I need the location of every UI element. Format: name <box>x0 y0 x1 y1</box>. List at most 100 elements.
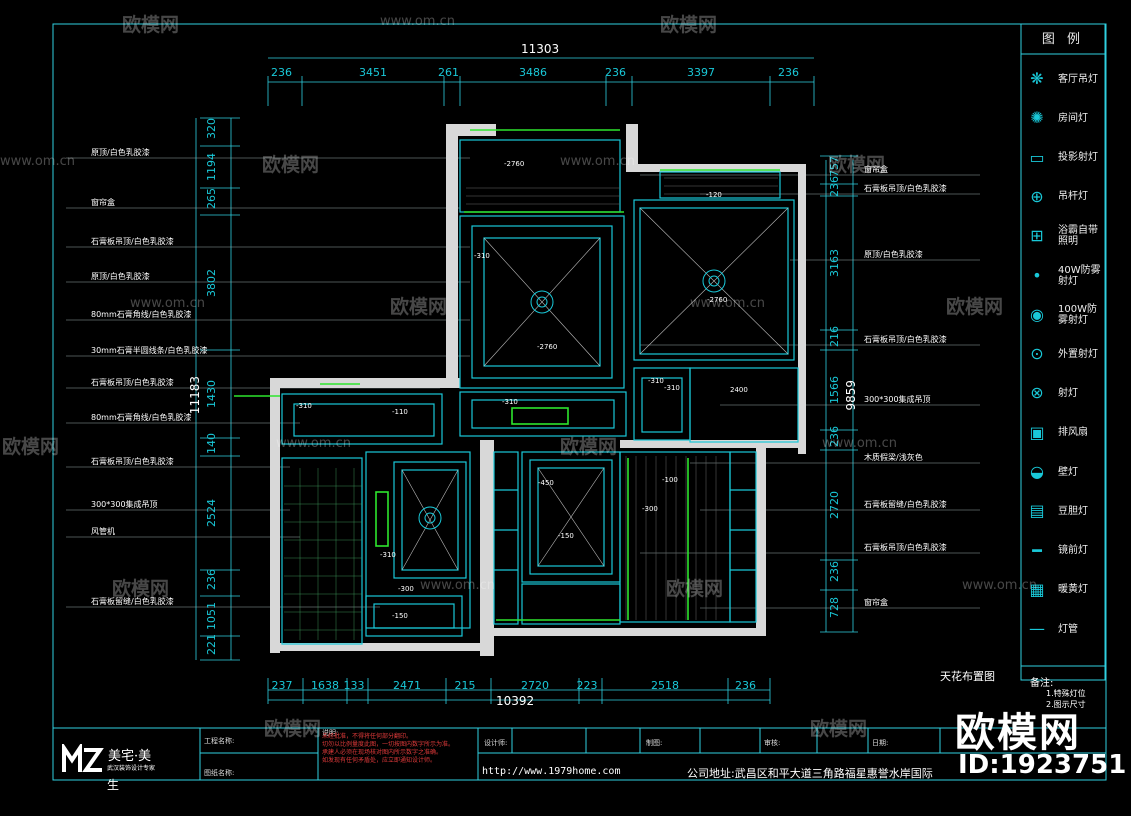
dim-bottom-segment: 215 <box>454 679 476 692</box>
ceiling-height-label: -110 <box>392 408 408 416</box>
ceiling-height-label: -450 <box>538 479 554 487</box>
antifog-spotlight-100w-icon: ◉ <box>1030 304 1044 324</box>
dim-right-segment: 2720 <box>828 491 841 519</box>
right-callout-label: 石膏板吊顶/白色乳胶漆 <box>864 335 947 344</box>
legend-row: ◒壁灯 <box>1022 453 1104 491</box>
dim-left-segment: 140 <box>205 433 218 454</box>
dim-right-segment: 728 <box>828 597 841 618</box>
antifog-spotlight-40w-icon: • <box>1032 265 1042 285</box>
ceiling-height-label: 2400 <box>730 386 748 394</box>
legend-label: 豆胆灯 <box>1058 505 1088 517</box>
legend-row: ▭投影射灯 <box>1022 139 1104 177</box>
ceiling-outlines <box>281 139 799 645</box>
left-callout-label: 80mm石膏角线/白色乳胶漆 <box>91 310 192 319</box>
watermark-url: www.om.cn <box>962 578 1037 593</box>
legend-row: ▣ 排风扇 <box>1022 414 1104 452</box>
watermark-url: www.om.cn <box>0 154 75 169</box>
legend-row: •40W防雾射灯 <box>1022 257 1104 295</box>
dim-right-segment: 236 <box>828 176 841 197</box>
notes-line-1: 1.特殊灯位 <box>1046 689 1086 698</box>
right-callout-label: 石膏板吊顶/白色乳胶漆 <box>864 184 947 193</box>
company-address: 公司地址:武昌区和平大道三角路福星惠誉水岸国际 <box>687 767 933 780</box>
legend-label: 浴霸自带照明 <box>1058 225 1098 248</box>
watermark-url: www.om.cn <box>560 154 635 169</box>
dim-right-total: 9859 <box>844 380 858 411</box>
watermark-text: 欧模网 <box>810 718 868 740</box>
watermark-text: 欧模网 <box>666 578 724 600</box>
legend-row: ▤豆胆灯 <box>1022 492 1104 530</box>
tube-light-icon: — <box>1029 619 1045 639</box>
watermark-text: 欧模网 <box>262 154 320 176</box>
legend-row: ⊙外置射灯 <box>1022 335 1104 373</box>
left-callout-label: 石膏板留缝/白色乳胶漆 <box>91 597 174 606</box>
dim-right-segment: 1566 <box>828 376 841 404</box>
left-callout-label: 300*300集成吊顶 <box>91 500 158 509</box>
watermark-text: 欧模网 <box>264 718 322 740</box>
watermark-text: 欧模网 <box>122 14 180 36</box>
left-callout-label: 80mm石膏角线/白色乳胶漆 <box>91 413 192 422</box>
hatching <box>466 177 778 620</box>
left-callout-label: 原顶/白色乳胶漆 <box>91 148 150 157</box>
watermark-brand-large: 欧模网 <box>955 710 1081 756</box>
right-callout-label: 300*300集成吊顶 <box>864 395 931 404</box>
left-callout-label: 原顶/白色乳胶漆 <box>91 272 150 281</box>
ceiling-height-label: -2760 <box>707 296 728 304</box>
wall-lamp-icon: ◒ <box>1030 462 1044 481</box>
legend-row: ✺房间灯 <box>1022 99 1104 137</box>
legend-row: ━镜前灯 <box>1022 532 1104 570</box>
ceiling-height-label: -310 <box>380 551 396 559</box>
legend-row: — 灯管 <box>1022 610 1104 648</box>
dim-bottom-segment: 236 <box>735 679 756 692</box>
ceiling-height-label: -310 <box>296 402 312 410</box>
ceiling-diagonals <box>401 207 789 571</box>
dim-left-total: 11183 <box>188 376 202 415</box>
dim-bottom-segment: 223 <box>576 679 598 692</box>
legend-label: 暖黄灯 <box>1058 584 1088 596</box>
dim-right-segment: 216 <box>828 326 841 347</box>
right-callout-label: 窗帘盒 <box>864 598 888 607</box>
dim-top-segment: 236 <box>778 66 799 79</box>
review-label: 审核: <box>764 739 781 747</box>
ceiling-height-label: -2760 <box>537 343 558 351</box>
dimension-ticks <box>200 76 858 704</box>
watermark-text: 欧模网 <box>390 296 448 318</box>
warm-light-icon: ▦ <box>1029 579 1045 599</box>
legend-label: 灯管 <box>1058 623 1078 635</box>
mirror-light-icon: ━ <box>1032 540 1042 560</box>
ceiling-height-label: -150 <box>558 532 574 540</box>
brand-name: 美宅·美 <box>108 749 152 764</box>
walls <box>270 124 806 656</box>
legend-row: ⊞浴霸自带照明 <box>1022 217 1104 255</box>
room-light-icon: ✺ <box>1030 108 1044 128</box>
watermark-id: ID:1923751 <box>958 750 1127 780</box>
ceiling-height-label: -310 <box>474 252 490 260</box>
left-callout-label: 30mm石膏半圆线条/白色乳胶漆 <box>91 346 208 355</box>
project-name-label: 工程名称: <box>204 737 235 745</box>
ceiling-height-label: -120 <box>706 191 722 199</box>
notes-heading: 说明: <box>322 729 339 737</box>
legend-label: 排风扇 <box>1058 427 1088 439</box>
right-callout-label: 木质假梁/浅灰色 <box>864 453 923 462</box>
ceiling-height-label: -150 <box>392 612 408 620</box>
dim-bottom-segment: 2720 <box>521 679 549 692</box>
exhaust-fan-icon: ▣ <box>1029 422 1045 442</box>
dim-left-segment: 2524 <box>205 499 218 527</box>
legend-row: ⊕吊杆灯 <box>1022 178 1104 216</box>
dim-left-segment: 236 <box>205 569 218 590</box>
right-callout-label: 石膏板留缝/白色乳胶漆 <box>864 500 947 509</box>
designer-label: 设计师: <box>484 739 508 747</box>
dim-top-segment: 236 <box>271 66 292 79</box>
legend-label: 客厅吊灯 <box>1058 73 1098 85</box>
dim-left-segment: 320 <box>205 118 218 139</box>
brand-name-line2: 生 <box>107 778 120 792</box>
dim-top-segment: 3486 <box>519 66 547 79</box>
ceiling-height-label: -300 <box>398 585 414 593</box>
dim-left-segment: 1194 <box>205 153 218 181</box>
draw-label: 制图: <box>646 739 663 747</box>
drawing-name-label: 图纸名称: <box>204 769 235 777</box>
title-block-frame <box>53 727 1106 780</box>
dim-right-segment: 3163 <box>828 249 841 277</box>
dim-left-segment: 265 <box>205 187 218 209</box>
